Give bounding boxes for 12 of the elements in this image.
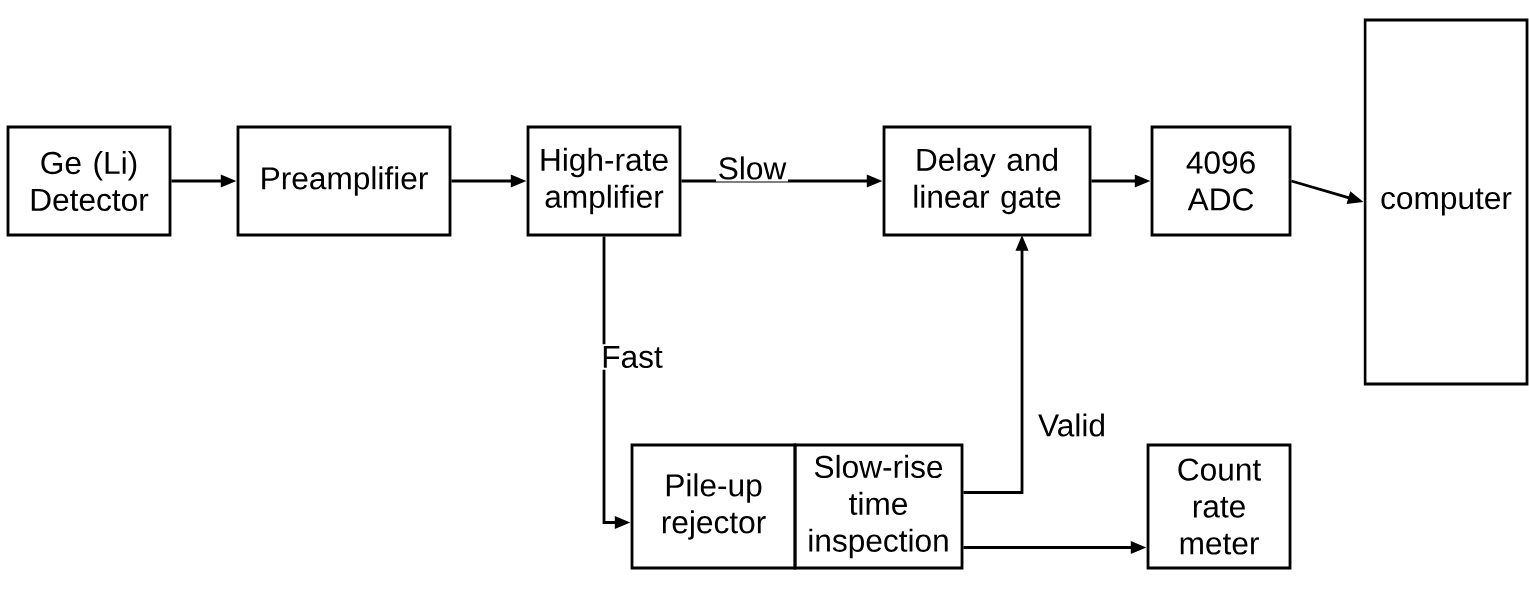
edge-label: Valid <box>1036 411 1108 439</box>
process-box: Count rate meter <box>1146 443 1292 570</box>
edge-label: Slow <box>716 154 789 182</box>
process-box: Ge (Li) Detector <box>6 125 172 237</box>
process-box: High-rate amplifier <box>526 125 682 237</box>
process-box: Delay and linear gate <box>882 125 1092 237</box>
edge-label: Fast <box>599 344 665 370</box>
process-box: computer <box>1363 18 1529 386</box>
process-box: Pile-up rejector <box>630 443 797 570</box>
process-box: 4096 ADC <box>1150 125 1292 237</box>
process-box: Slow-rise time inspection <box>793 443 964 570</box>
process-box: Preamplifier <box>236 125 452 237</box>
